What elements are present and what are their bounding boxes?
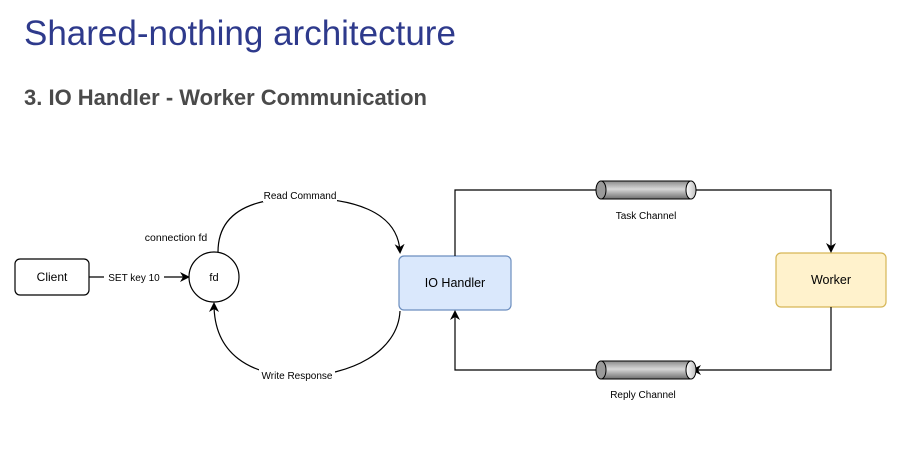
read-command-label-bg bbox=[263, 189, 337, 202]
read-command-label: Read Command bbox=[264, 191, 337, 202]
io-handler-node: IO Handler bbox=[398, 255, 512, 311]
reply-channel-label: Reply Channel bbox=[610, 390, 676, 401]
io-handler-label: IO Handler bbox=[425, 276, 485, 290]
reply-channel-pipe bbox=[595, 360, 697, 380]
task-channel-pipe bbox=[595, 180, 697, 200]
client-node: Client bbox=[14, 258, 90, 296]
write-response-label-bg bbox=[259, 369, 335, 382]
task-channel-label: Task Channel bbox=[616, 211, 677, 222]
fd-node: fd bbox=[188, 251, 240, 303]
page-title: Shared-nothing architecture bbox=[24, 14, 456, 53]
task-channel-edge-in bbox=[454, 189, 602, 256]
worker-node: Worker bbox=[775, 252, 887, 308]
connection-fd-label: connection fd bbox=[145, 232, 208, 244]
set-key-label-bg bbox=[104, 270, 164, 284]
reply-channel-edge-in bbox=[691, 307, 832, 375]
worker-label: Worker bbox=[811, 273, 851, 287]
task-channel-edge-out bbox=[691, 189, 836, 253]
write-response-edge bbox=[209, 302, 401, 377]
read-command-edge bbox=[217, 197, 405, 254]
client-label: Client bbox=[37, 270, 68, 284]
reply-channel-edge-out bbox=[450, 310, 600, 371]
page-subtitle: 3. IO Handler - Worker Communication bbox=[24, 85, 427, 110]
write-response-label: Write Response bbox=[262, 371, 333, 382]
set-key-label: SET key 10 bbox=[108, 273, 160, 284]
fd-label: fd bbox=[209, 272, 218, 284]
